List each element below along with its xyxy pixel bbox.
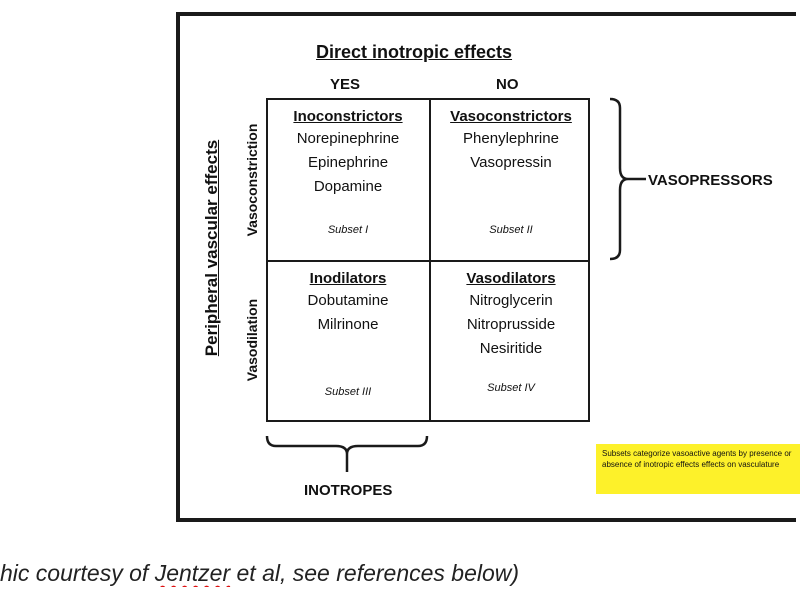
bottom-brace [265,435,429,472]
cell-inoconstrictors: Inoconstrictors Norepinephrine Epinephri… [268,100,428,260]
cell-heading: Vasodilators [466,270,556,287]
row-label-vasoconstriction: Vasoconstriction [244,123,260,237]
quadrant-grid: Inoconstrictors Norepinephrine Epinephri… [266,98,590,422]
cell-vasodilators: Vasodilators Nitroglycerin Nitroprusside… [431,262,591,420]
right-brace [609,97,646,261]
caption-author-link[interactable]: Jentzer [154,560,231,586]
drug-item: Epinephrine [307,154,389,171]
drug-item: Dopamine [313,178,383,195]
drug-item: Nitroprusside [466,316,556,333]
cell-vasoconstrictors: Vasoconstrictors Phenylephrine Vasopress… [431,100,591,260]
drug-item: Nesiritide [479,340,543,357]
vasopressors-label: VASOPRESSORS [648,172,773,189]
subset-label: Subset III [324,386,372,398]
caption-suffix: et al, see references below) [230,560,520,586]
subset-label: Subset II [489,224,533,236]
grid-divider-horizontal [268,260,588,262]
cell-inodilators: Inodilators Dobutamine Milrinone Subset … [268,262,428,420]
figure-caption: hic courtesy of Jentzer et al, see refer… [0,560,800,587]
drug-item: Norepinephrine [296,130,400,147]
note-box: Subsets categorize vasoactive agents by … [596,444,800,494]
drug-item: Vasopressin [470,154,552,171]
subset-label: Subset I [327,224,369,236]
caption-prefix: hic courtesy of [0,560,155,586]
column-header-yes: YES [330,76,361,93]
cell-heading: Inoconstrictors [293,108,403,125]
figure-frame [176,12,796,522]
drug-item: Phenylephrine [463,130,559,147]
inotropes-label: INOTROPES [304,482,393,499]
cell-heading: Inodilators [309,270,387,287]
drug-item: Nitroglycerin [469,292,553,309]
diagram-title: Direct inotropic effects [316,42,513,62]
subset-label: Subset IV [487,382,535,394]
cell-heading: Vasoconstrictors [450,108,572,125]
y-axis-title: Peripheral vascular effects [202,139,221,357]
row-label-vasodilation: Vasodilation [244,298,260,382]
drug-item: Milrinone [317,316,379,333]
drug-item: Dobutamine [307,292,389,309]
column-header-no: NO [496,76,519,93]
